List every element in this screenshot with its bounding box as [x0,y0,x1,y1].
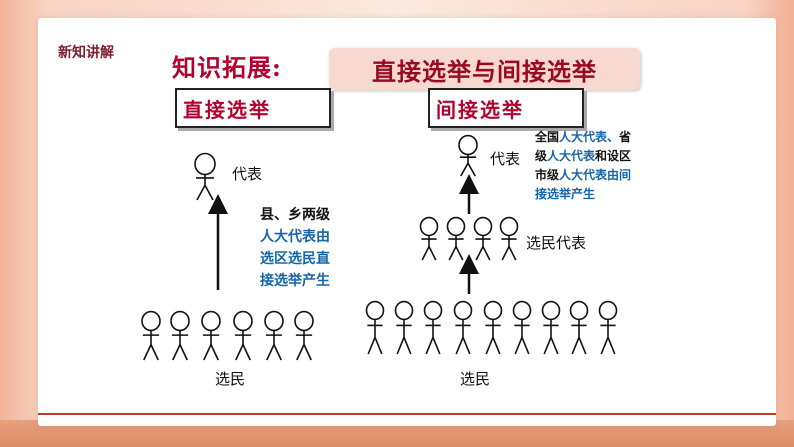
slide-card: 新知讲解 知识拓展: 直接选举与间接选举 直接选举 间接选举 代表 选民 县、乡… [38,18,776,426]
section-tag: 新知讲解 [58,45,114,61]
direct-representative-figure [194,152,216,201]
voter-representatives-group [419,216,519,261]
stick-figure [483,300,503,355]
direct-note-line4: 接选举产生 [260,273,330,289]
direct-voters-group [141,310,314,361]
direct-election-frame: 直接选举 [175,88,331,128]
indirect-note-l4: 接选举产生 [535,187,596,201]
stick-figure [201,310,221,361]
direct-note-line2: 人大代表由 [260,229,330,245]
title-box: 直接选举与间接选举 [329,48,640,90]
indirect-voters-label: 选民 [460,370,491,388]
stick-figure [365,300,385,355]
indirect-representative-figure [458,134,478,177]
direct-note-line3: 选区选民直 [260,251,330,267]
stick-figure [569,300,589,355]
title-knowledge-expansion: 知识拓展: [172,53,282,82]
direct-election-label: 直接选举 [183,97,271,122]
title-box-text: 直接选举与间接选举 [372,56,597,86]
stick-figure [541,300,561,355]
direct-note: 县、乡两级 人大代表由 选区选民直 接选举产生 [260,204,330,292]
indirect-note: 全国人大代表、省 级人大代表和设区 市级人大代表由间 接选举产生 [535,128,631,204]
stick-figure [170,310,190,361]
indirect-rep-label: 代表 [490,150,521,168]
indirect-note-l3b: 人大代表由间 [559,168,632,182]
stick-figure [141,310,161,361]
indirect-election-label: 间接选举 [436,97,524,122]
stick-figure [499,216,519,261]
bottom-divider [38,413,776,415]
voter-representatives-label: 选民代表 [526,234,587,252]
stick-figure [458,134,478,177]
indirect-note-l2c: 和设区 [595,149,632,163]
stick-figure [473,216,493,261]
stick-figure [264,310,284,361]
stick-figure [394,300,414,355]
stick-figure [233,310,253,361]
election-diagram [141,134,618,361]
indirect-note-l1a: 全国 [535,130,560,144]
direct-rep-label: 代表 [232,165,263,183]
stick-figure [194,152,216,201]
stick-figure [423,300,443,355]
stick-figure [446,216,466,261]
stick-figure [419,216,439,261]
stick-figure [598,300,618,355]
indirect-note-l2b: 人大代表 [547,149,596,163]
stick-figure [294,310,314,361]
indirect-note-l1c: 省 [619,130,632,144]
indirect-note-l3a: 市级 [535,168,560,182]
indirect-election-frame: 间接选举 [428,88,584,128]
indirect-note-l1b: 人大代表、 [559,130,620,144]
stick-figure [453,300,473,355]
direct-note-line1: 县、乡两级 [260,207,330,223]
indirect-voters-group [365,300,618,355]
stick-figure [512,300,532,355]
indirect-note-l2a: 级 [535,149,548,163]
direct-voters-label: 选民 [215,370,246,388]
